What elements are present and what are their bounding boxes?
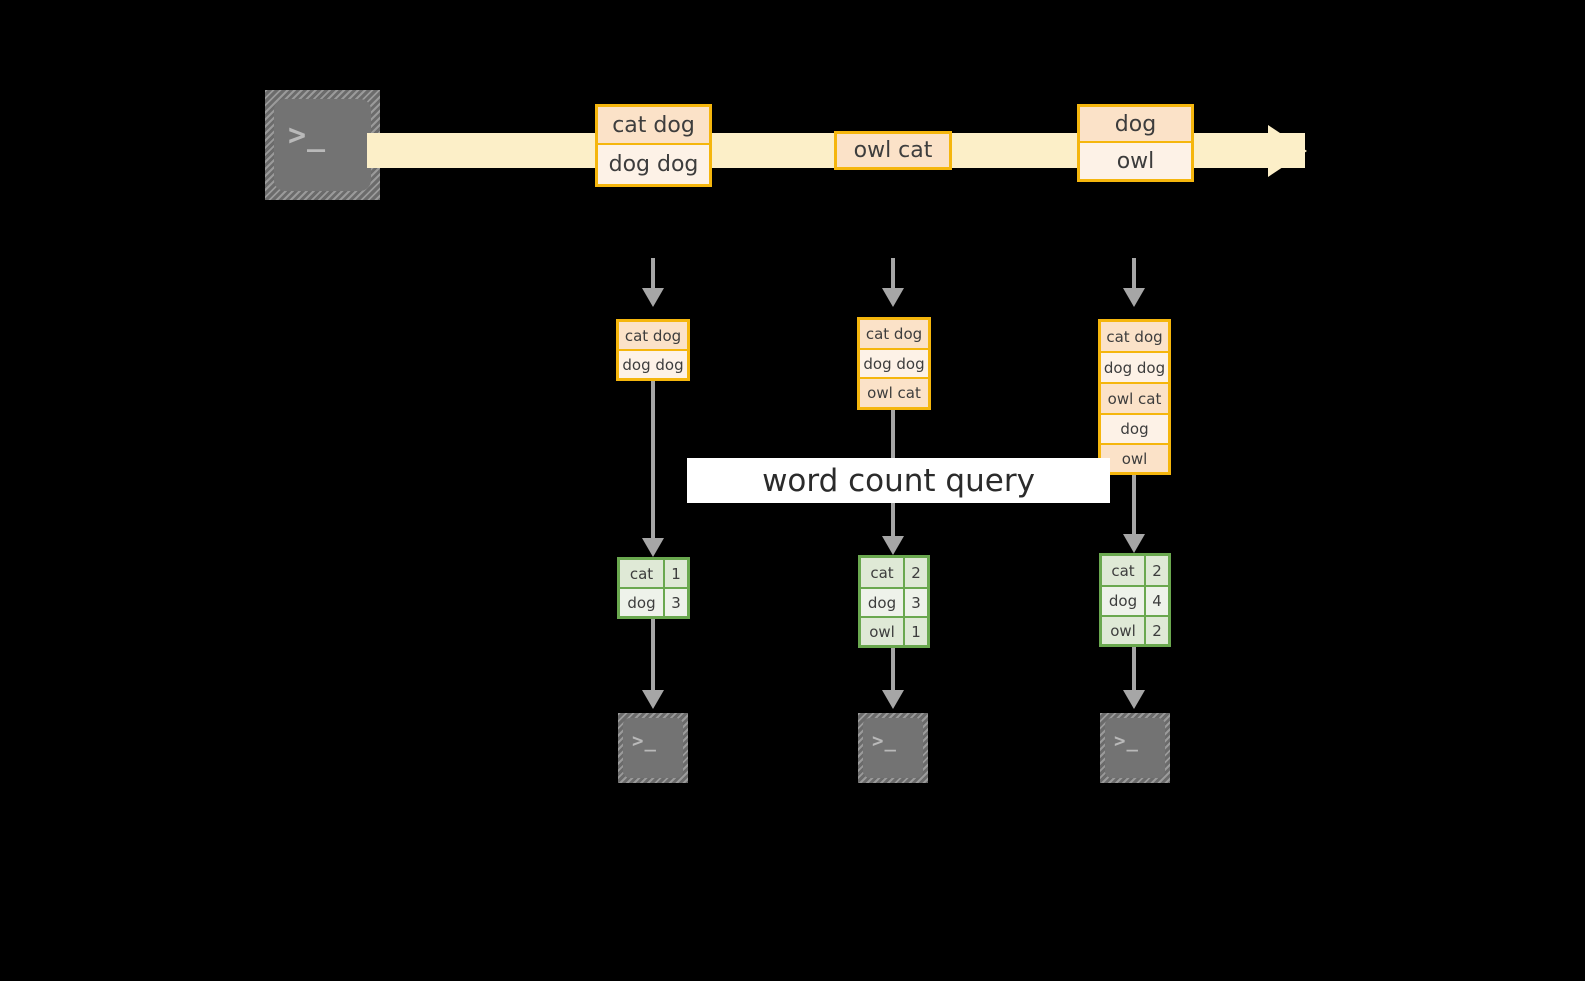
stream-message-group-2: owl cat (834, 131, 952, 170)
table-cell-word: cat (1102, 556, 1146, 585)
table-row: owl 1 (861, 618, 927, 645)
table-row: dog 3 (620, 589, 687, 616)
snapshot-3-to-result-arrowhead-icon (1123, 534, 1145, 553)
table-cell-count: 3 (671, 593, 681, 612)
stream-message-line: cat dog (598, 107, 709, 145)
snapshot-row: owl (1101, 445, 1168, 472)
terminal-prompt-glyph: >_ (1114, 730, 1139, 752)
table-cell-count: 1 (911, 622, 921, 641)
table-cell-count: 2 (1152, 561, 1162, 580)
terminal-body: >_ (863, 718, 923, 778)
snapshot-row: dog dog (1101, 353, 1168, 384)
terminal-prompt-glyph: >_ (288, 118, 327, 153)
consumer-terminal-icon-3: >_ (1100, 713, 1170, 783)
stream-message-line: dog dog (598, 145, 709, 184)
snapshot-2: cat dog dog dog owl cat (857, 317, 931, 410)
snapshot-row: owl cat (1101, 384, 1168, 415)
table-cell-word: dog (620, 589, 665, 616)
snapshot-1-to-result-arrowhead-icon (642, 538, 664, 557)
snapshot-1: cat dog dog dog (616, 319, 690, 381)
result-table-1: cat 1 dog 3 (617, 557, 690, 619)
table-cell-count: 4 (1152, 592, 1162, 610)
snapshot-row: dog dog (860, 350, 928, 379)
result-3-to-consumer-line (1132, 647, 1136, 694)
snapshot-3-inbound-arrowhead-icon (1123, 288, 1145, 307)
snapshot-3-inbound-dash (1132, 258, 1136, 292)
table-cell-word: dog (861, 589, 905, 616)
stream-message-line: owl (1080, 143, 1191, 179)
snapshot-row: cat dog (1101, 322, 1168, 353)
terminal-prompt-glyph: >_ (632, 730, 657, 752)
table-cell-word: owl (861, 618, 905, 645)
snapshot-1-inbound-arrowhead-icon (642, 288, 664, 307)
producer-terminal-icon: >_ (265, 90, 380, 200)
table-row: cat 2 (1102, 556, 1168, 587)
table-row: dog 3 (861, 589, 927, 618)
result-1-to-consumer-line (651, 619, 655, 694)
word-count-query-label: word count query (687, 458, 1110, 503)
table-cell-count: 1 (671, 564, 681, 583)
table-cell-count: 2 (1152, 621, 1162, 640)
snapshot-1-to-result-line (651, 381, 655, 543)
terminal-prompt-glyph: >_ (872, 730, 897, 752)
snapshot-row: dog (1101, 415, 1168, 445)
snapshot-row: cat dog (619, 322, 687, 351)
result-3-to-consumer-arrowhead-icon (1123, 690, 1145, 709)
stream-message-line: dog (1080, 107, 1191, 143)
snapshot-2-to-result-arrowhead-icon (882, 536, 904, 555)
stream-arrowhead-icon (1268, 125, 1307, 177)
result-2-to-consumer-arrowhead-icon (882, 690, 904, 709)
snapshot-3-to-result-line (1132, 475, 1136, 538)
table-row: dog 4 (1102, 587, 1168, 617)
table-cell-word: dog (1102, 587, 1146, 615)
consumer-terminal-icon-2: >_ (858, 713, 928, 783)
table-cell-count: 3 (911, 593, 921, 612)
snapshot-1-inbound-dash (651, 258, 655, 292)
table-row: cat 2 (861, 558, 927, 589)
table-cell-count: 2 (911, 563, 921, 582)
result-table-3: cat 2 dog 4 owl 2 (1099, 553, 1171, 647)
consumer-terminal-icon-1: >_ (618, 713, 688, 783)
snapshot-2-inbound-dash (891, 258, 895, 292)
result-2-to-consumer-line (891, 648, 895, 694)
result-1-to-consumer-arrowhead-icon (642, 690, 664, 709)
table-cell-word: cat (620, 560, 665, 587)
result-table-2: cat 2 dog 3 owl 1 (858, 555, 930, 648)
stream-message-group-3: dog owl (1077, 104, 1194, 182)
table-cell-word: owl (1102, 617, 1146, 644)
terminal-body: >_ (274, 99, 371, 191)
terminal-body: >_ (1105, 718, 1165, 778)
snapshot-2-inbound-arrowhead-icon (882, 288, 904, 307)
snapshot-3: cat dog dog dog owl cat dog owl (1098, 319, 1171, 475)
table-row: cat 1 (620, 560, 687, 589)
table-cell-word: cat (861, 558, 905, 587)
snapshot-row: owl cat (860, 379, 928, 407)
terminal-body: >_ (623, 718, 683, 778)
snapshot-row: dog dog (619, 351, 687, 378)
snapshot-row: cat dog (860, 320, 928, 350)
stream-message-group-1: cat dog dog dog (595, 104, 712, 187)
table-row: owl 2 (1102, 617, 1168, 644)
